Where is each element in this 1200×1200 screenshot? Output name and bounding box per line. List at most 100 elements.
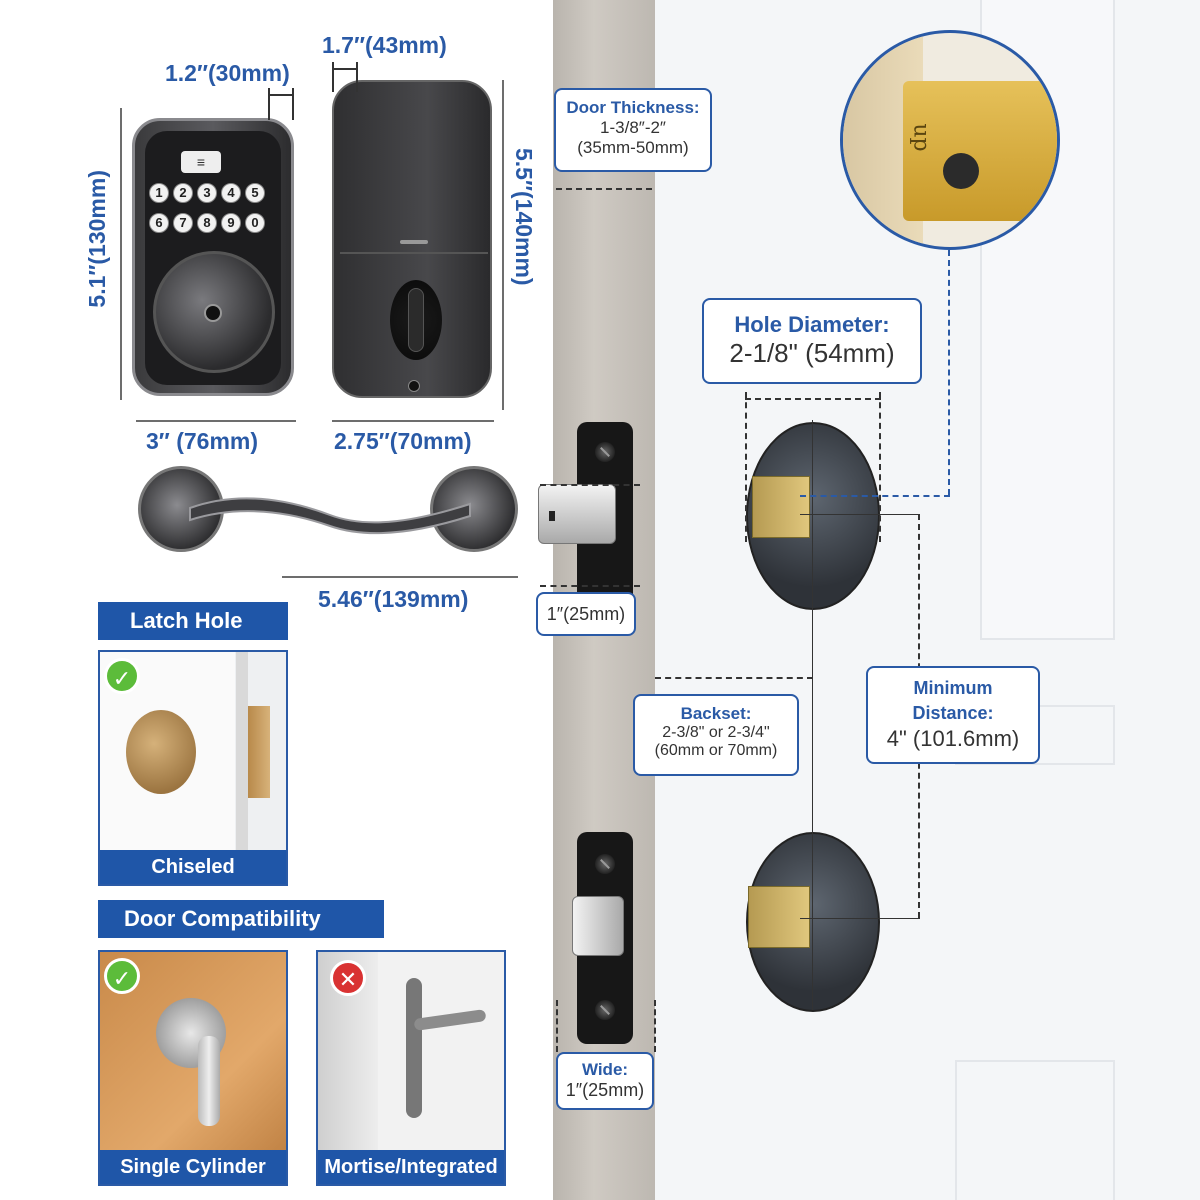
key-2[interactable]: 2 (173, 183, 193, 203)
minimum-distance-title-1: Minimum (913, 678, 993, 698)
key-9[interactable]: 9 (221, 213, 241, 233)
thumb-turn-lever (408, 288, 424, 352)
wide-title: Wide: (581, 1060, 629, 1079)
door-edge-strip (236, 652, 248, 852)
wide-dash-right (654, 1000, 656, 1052)
latch-mechanism-upper (752, 476, 810, 538)
hole-diameter-value: 2-1/8" (54mm) (729, 338, 895, 368)
magnified-latch-inset: up (840, 30, 1060, 250)
lever-length-line (282, 576, 518, 578)
backset-box: Backset: 2-3/8" or 2-3/4" (60mm or 70mm) (633, 694, 799, 776)
door-thickness-line2: (35mm-50mm) (577, 138, 689, 157)
reset-hole (408, 380, 420, 392)
backset-line2: (60mm or 70mm) (654, 742, 778, 759)
interior-depth-tick-a (332, 62, 334, 92)
up-stamp: up (908, 123, 934, 152)
latch-face-box: 1″(25mm) (536, 592, 636, 636)
hole-diameter-dash (745, 398, 881, 400)
minimum-distance-title-2: Distance: (912, 703, 994, 723)
latch-hole-circle (943, 153, 979, 189)
menu-icon: ≡ (181, 151, 221, 173)
backset-line1: 2-3/8" or 2-3/4" (662, 724, 770, 741)
screw-icon (595, 442, 615, 462)
screw-icon (595, 854, 615, 874)
latch-face-value: 1″(25mm) (546, 604, 626, 624)
bolt-slot (549, 511, 555, 521)
interior-depth-label: 1.7″(43mm) (322, 32, 447, 58)
mortise-lever (413, 1009, 487, 1031)
keypad-depth-label: 1.2″(30mm) (165, 60, 290, 86)
lever-handle (189, 497, 471, 535)
lever-rose-right (430, 466, 518, 552)
interior-height-line (502, 80, 504, 410)
minimum-distance-box: Minimum Distance: 4" (101.6mm) (866, 666, 1040, 764)
backset-title: Backset: (680, 704, 752, 723)
single-cylinder-panel: ✓ Single Cylinder (98, 950, 288, 1186)
latch-hole-label: Chiseled (100, 850, 286, 884)
interior-height-label: 5.5″(140mm) (511, 148, 537, 286)
key-icon (198, 1036, 220, 1126)
door-thickness-line1: 1-3/8″-2″ (600, 118, 666, 137)
key-0[interactable]: 0 (245, 213, 265, 233)
keyhole-knob (153, 251, 275, 373)
key-7[interactable]: 7 (173, 213, 193, 233)
keypad-depth-line (268, 94, 294, 96)
latch-face-dash-top (540, 484, 640, 486)
interior-depth-line (332, 68, 358, 70)
hole-diameter-right (879, 392, 881, 542)
hole-diameter-box: Hole Diameter: 2-1/8" (54mm) (702, 298, 922, 384)
hole-diameter-left (745, 392, 747, 542)
inset-pointer-horizontal (800, 495, 950, 497)
keypad-width-line (136, 420, 296, 422)
key-4[interactable]: 4 (221, 183, 241, 203)
cross-icon: ✕ (330, 960, 366, 996)
wide-value: 1″(25mm) (565, 1080, 645, 1100)
inset-pointer-vertical (948, 250, 950, 495)
door-thickness-box: Door Thickness: 1-3/8″-2″ (35mm-50mm) (554, 88, 712, 172)
latch-face-dash-bottom (540, 585, 640, 587)
latch-hole-panel: ✓ Chiseled (98, 650, 288, 886)
screw-icon (595, 1000, 615, 1020)
lower-center-line (800, 918, 920, 919)
keyhole-icon (204, 304, 222, 322)
latch-hole-banner: Latch Hole (98, 602, 288, 640)
door-thickness-title: Door Thickness: (566, 98, 700, 117)
keypad-row-2: 6 7 8 9 0 (145, 213, 285, 237)
mortise-plate (406, 978, 422, 1118)
backset-dash (655, 677, 813, 679)
battery-indicator (400, 240, 428, 244)
upper-center-line (800, 514, 920, 515)
door-compatibility-banner: Door Compatibility (98, 900, 384, 938)
keypad-depth-tick-b (292, 88, 294, 120)
interior-depth-tick-b (356, 62, 358, 92)
keypad-row-1: 1 2 3 4 5 (145, 183, 285, 207)
thumb-turn[interactable] (390, 280, 442, 360)
check-icon: ✓ (104, 658, 140, 694)
key-8[interactable]: 8 (197, 213, 217, 233)
check-icon: ✓ (104, 958, 140, 994)
interior-lock-seam (340, 252, 488, 254)
keypad-depth-tick-a (268, 88, 270, 120)
mortise-panel: ✕ Mortise/Integrated (316, 950, 506, 1186)
wide-box: Wide: 1″(25mm) (556, 1052, 654, 1110)
keypad-lock: ≡ 1 2 3 4 5 6 7 8 9 0 (132, 118, 294, 396)
key-5[interactable]: 5 (245, 183, 265, 203)
center-line (812, 420, 813, 1010)
interior-lock (332, 80, 492, 398)
mortise-label: Mortise/Integrated (318, 1150, 504, 1184)
interior-width-line (332, 420, 494, 422)
key-3[interactable]: 3 (197, 183, 217, 203)
minimum-distance-value: 4" (101.6mm) (886, 726, 1020, 751)
keypad-width-label: 3″ (76mm) (146, 428, 259, 454)
interior-width-label: 2.75″(70mm) (334, 428, 472, 454)
latch-mechanism-lower (748, 886, 810, 948)
keypad-height-label: 5.1″(130mm) (84, 170, 110, 308)
key-6[interactable]: 6 (149, 213, 169, 233)
wide-dash-left (556, 1000, 558, 1052)
key-1[interactable]: 1 (149, 183, 169, 203)
latch-bolt-bottom (572, 896, 624, 956)
lever-length-label: 5.46″(139mm) (318, 586, 469, 612)
latch-bolt-top (538, 484, 616, 544)
keypad-height-line (120, 108, 122, 400)
bore-hole (126, 710, 196, 794)
